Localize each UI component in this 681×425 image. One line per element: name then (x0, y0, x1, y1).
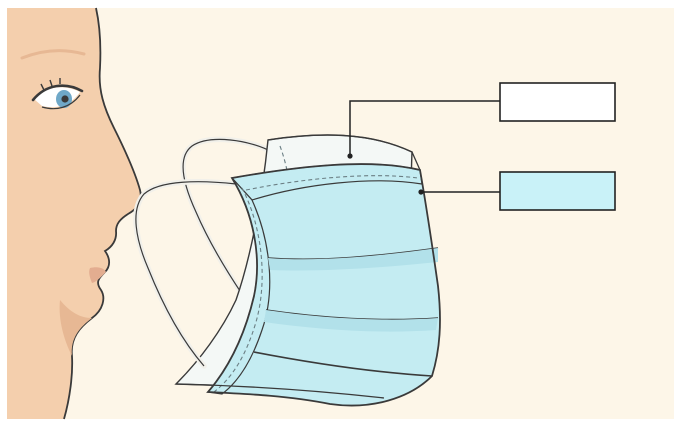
callout-dot-top (347, 153, 352, 158)
label-box-bottom (500, 172, 615, 210)
callout-dot-bottom (418, 189, 423, 194)
label-box-top (500, 83, 615, 121)
eye-pupil (61, 95, 68, 102)
